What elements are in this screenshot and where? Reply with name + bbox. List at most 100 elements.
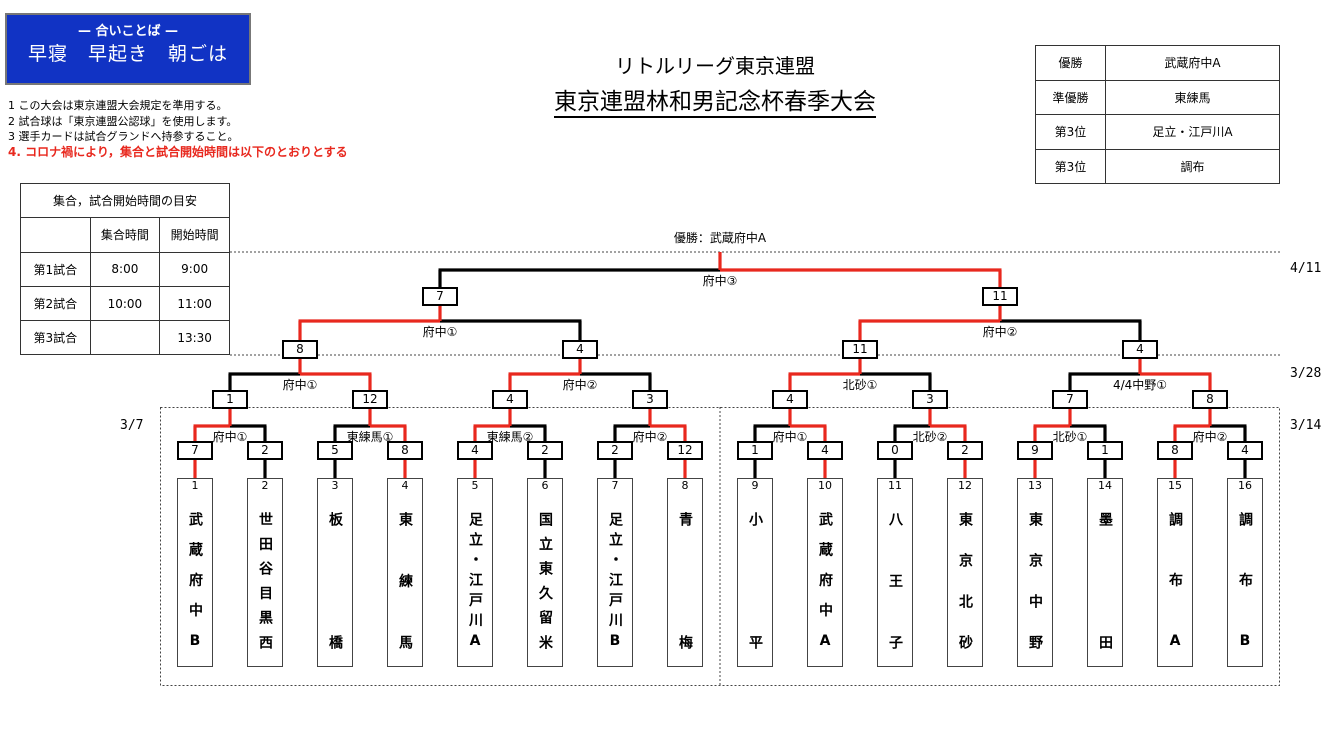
team-name-box: 調布B <box>1227 494 1263 667</box>
score-box: 8 <box>1157 441 1193 460</box>
team-name-box: 国立東久留米 <box>527 494 563 667</box>
result-row: 第3位足立・江戸川A <box>1035 114 1280 150</box>
header-cell <box>20 217 91 253</box>
team: 調布 <box>1105 148 1280 184</box>
score-box: 4 <box>457 441 493 460</box>
team-name-box: 世田谷目黒西 <box>247 494 283 667</box>
page-title: リトルリーグ東京連盟 <box>615 54 815 78</box>
match-label: 府中① <box>772 430 808 444</box>
team-name-box: 板橋 <box>317 494 353 667</box>
rule-1: 1 この大会は東京連盟大会規定を準用する。 <box>8 99 228 112</box>
team-name: 足立・江戸川A <box>467 512 483 649</box>
tournament-title-text: 東京連盟林和男記念杯春季大会 <box>554 89 876 118</box>
team-name: 八王子 <box>887 512 903 649</box>
match-label: 府中② <box>562 378 598 392</box>
result-row: 第3位調布 <box>1035 148 1280 184</box>
score-box: 4 <box>1227 441 1263 460</box>
team-seed: 9 <box>737 478 773 495</box>
slogan-banner: — 合いことば — 早寝 早起き 朝ごは <box>5 13 251 85</box>
header-cell: 集合時間 <box>89 217 161 253</box>
team-name-box: 足立・江戸川A <box>457 494 493 667</box>
team-name-box: 武蔵府中A <box>807 494 843 667</box>
match-label: 府中② <box>1192 430 1228 444</box>
match-label: 府中① <box>212 430 248 444</box>
match-label: 東練馬① <box>346 430 394 444</box>
result-row: 優勝武蔵府中A <box>1035 45 1280 81</box>
team-name-box: 八王子 <box>877 494 913 667</box>
cell <box>89 320 161 356</box>
place: 第3位 <box>1035 148 1106 184</box>
score-box: 7 <box>1052 390 1088 409</box>
score-box: 1 <box>1087 441 1123 460</box>
tournament-title: 東京連盟林和男記念杯春季大会 <box>480 82 950 118</box>
match-label: 府中② <box>982 325 1018 339</box>
score-box: 7 <box>177 441 213 460</box>
team-seed: 1 <box>177 478 213 495</box>
score-box: 12 <box>352 390 388 409</box>
team-seed: 14 <box>1087 478 1123 495</box>
team-name-box: 東練馬 <box>387 494 423 667</box>
score-box: 2 <box>597 441 633 460</box>
banner-subtitle: — 合いことば — <box>77 24 179 39</box>
date-semi: 3/28 <box>1290 366 1322 381</box>
score-box: 1 <box>212 390 248 409</box>
match-label: 北砂② <box>912 430 948 444</box>
team-name: 小平 <box>747 512 763 649</box>
match-label: 府中① <box>422 325 458 339</box>
team-name-box: 武蔵府中B <box>177 494 213 667</box>
team-seed: 11 <box>877 478 913 495</box>
rule-3: 3 選手カードは試合グランドへ持参すること。 <box>8 130 239 143</box>
team: 足立・江戸川A <box>1105 114 1280 150</box>
team-seed: 12 <box>947 478 983 495</box>
place: 優勝 <box>1035 45 1106 81</box>
cell: 13:30 <box>159 320 230 356</box>
match-label: 府中③ <box>702 274 738 288</box>
team-name: 世田谷目黒西 <box>257 512 273 649</box>
team-name: 調布A <box>1167 512 1183 649</box>
champion-label: 優勝：武蔵府中A <box>673 231 767 245</box>
team-name-box: 青梅 <box>667 494 703 667</box>
score-box: 5 <box>317 441 353 460</box>
team-name-box: 小平 <box>737 494 773 667</box>
cell: 第1試合 <box>20 251 91 287</box>
score-box: 1 <box>737 441 773 460</box>
date-final: 4/11 <box>1290 261 1322 276</box>
rule-4: 4. コロナ禍により，集合と試合開始時間は以下のとおりとする <box>8 144 348 159</box>
rules-list: 1 この大会は東京連盟大会規定を準用する。 2 試合球は「東京連盟公認球」を使用… <box>8 98 348 160</box>
team-seed: 16 <box>1227 478 1263 495</box>
score-box: 9 <box>1017 441 1053 460</box>
team-name-box: 調布A <box>1157 494 1193 667</box>
team-seed: 7 <box>597 478 633 495</box>
team-seed: 4 <box>387 478 423 495</box>
results-table: 優勝武蔵府中A 準優勝東練馬 第3位足立・江戸川A 第3位調布 <box>1035 45 1280 184</box>
match-label: 府中① <box>282 378 318 392</box>
score-box: 8 <box>1192 390 1228 409</box>
team: 武蔵府中A <box>1105 45 1280 81</box>
team-seed: 15 <box>1157 478 1193 495</box>
score-box: 4 <box>492 390 528 409</box>
score-box: 7 <box>422 287 458 306</box>
banner-slogan: 早寝 早起き 朝ごは <box>27 43 228 65</box>
score-box: 8 <box>387 441 423 460</box>
team-name: 東京中野 <box>1027 512 1043 649</box>
team-name: 青梅 <box>677 512 693 649</box>
place: 準優勝 <box>1035 79 1106 115</box>
schedule-title: 集合，試合開始時間の目安 <box>20 182 230 219</box>
team-seed: 2 <box>247 478 283 495</box>
result-row: 準優勝東練馬 <box>1035 79 1280 115</box>
first-round-frame <box>160 407 1280 686</box>
team-name: 東京北砂 <box>957 512 973 649</box>
team-name: 武蔵府中B <box>187 512 203 649</box>
team-seed: 13 <box>1017 478 1053 495</box>
score-box: 4 <box>807 441 843 460</box>
match-label: 府中② <box>632 430 668 444</box>
team-name: 板橋 <box>327 512 343 649</box>
team-seed: 3 <box>317 478 353 495</box>
score-box: 8 <box>282 340 318 359</box>
team-name: 調布B <box>1237 512 1253 649</box>
match-label: 4/4中野① <box>1112 378 1168 392</box>
